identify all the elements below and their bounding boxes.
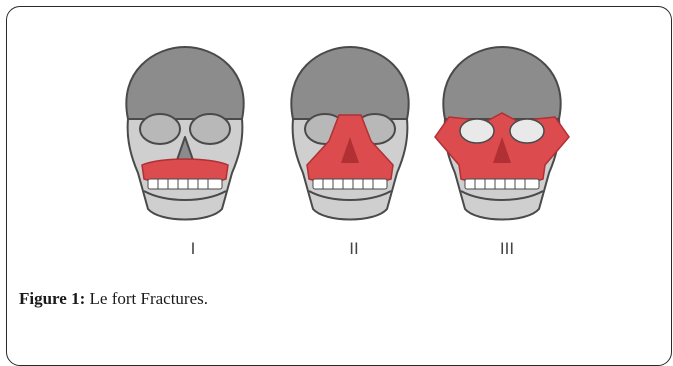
skull-base [126, 47, 243, 220]
eye-socket-left [460, 119, 494, 143]
figure-caption: Figure 1: Le fort Fractures. [19, 289, 208, 309]
skull-le-fort-ii [275, 41, 425, 227]
caption-text: Le fort Fractures. [85, 289, 208, 308]
figure-frame: I II III Figure 1: Le fort Fractures. [6, 6, 672, 366]
eye-socket-left [140, 114, 180, 144]
teeth [313, 179, 387, 189]
label-i: I [163, 239, 223, 258]
cranium [443, 47, 560, 119]
caption-label: Figure 1: [19, 289, 85, 308]
label-ii: II [324, 239, 384, 258]
teeth [465, 179, 539, 189]
skull-le-fort-i [110, 41, 260, 227]
skull-le-fort-iii [427, 41, 577, 227]
cranium [291, 47, 408, 119]
teeth [148, 179, 222, 189]
eye-socket-right [510, 119, 544, 143]
eye-socket-right [190, 114, 230, 144]
label-iii: III [477, 239, 537, 258]
cranium [126, 47, 243, 119]
